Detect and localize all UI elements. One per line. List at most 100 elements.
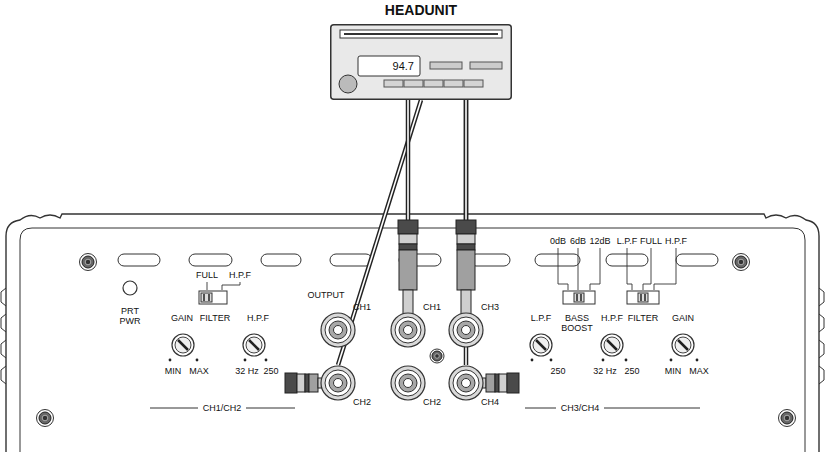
rca-plug: [309, 374, 318, 392]
control-knob: [672, 334, 694, 356]
scale-dot: [670, 359, 673, 362]
device-heading: HEADUNIT: [330, 2, 512, 18]
control-knob: [678, 340, 688, 350]
rca-jack: [462, 326, 471, 335]
panel-label: FILTER: [200, 313, 230, 323]
control-knob: [604, 337, 620, 353]
panel-label: MAX: [689, 366, 709, 376]
panel-label: OUTPUT: [308, 290, 345, 300]
selector-switch: [638, 293, 648, 302]
rca-plug: [461, 290, 471, 314]
headunit-body: [464, 80, 483, 87]
control-knob: [172, 334, 194, 356]
control-knob: [172, 334, 694, 356]
selector-switch: [641, 294, 645, 301]
headunit-body: [404, 80, 423, 87]
rca-plug: [399, 250, 417, 290]
panel-label: H.P.F: [601, 313, 623, 323]
rca-jack: [404, 379, 413, 388]
rca-plug: [495, 374, 499, 392]
rca-jack: [449, 313, 483, 347]
rca-jack: [321, 366, 355, 400]
screw: [432, 351, 442, 361]
screw: [733, 254, 750, 271]
control-knob: [178, 340, 188, 350]
rca-jack: [449, 366, 483, 400]
selector-switch: [201, 293, 212, 302]
panel-label: FULL: [640, 236, 662, 246]
rca-jack: [449, 366, 483, 400]
switch-bracket: [627, 248, 632, 290]
rca-jack: [334, 326, 343, 335]
scale-dot: [625, 359, 628, 362]
screw: [80, 254, 97, 271]
rca-jack: CH2: [320, 365, 356, 401]
display-text: 94.7: [358, 56, 420, 76]
rca-plug: [499, 374, 507, 392]
screw: [37, 410, 54, 427]
panel-label: MIN: [665, 366, 682, 376]
rca-jack: [320, 365, 356, 401]
selector-switch: [563, 291, 595, 304]
rca-jack: [453, 317, 479, 343]
channel-label: CH2: [423, 397, 441, 407]
panel-label: 250: [263, 366, 278, 376]
headunit-body: [470, 62, 502, 69]
rca-jack: [329, 374, 347, 392]
switch-bracket: [207, 248, 676, 290]
selector-switch: [199, 291, 227, 304]
rca-plug: [398, 220, 418, 234]
rca-jack: [449, 313, 483, 347]
channel-label: CH2: [353, 397, 371, 407]
headunit-body: [331, 25, 512, 100]
panel-label: 12dB: [589, 236, 610, 246]
channel-label: CH1: [353, 302, 371, 312]
scale-dot: [196, 359, 199, 362]
screw: [85, 259, 91, 265]
rca-jack: [321, 366, 355, 400]
screw: [784, 415, 790, 421]
headunit: HEADUNIT94.7: [330, 24, 512, 100]
headunit-body: [340, 30, 502, 38]
control-knob: [530, 334, 552, 356]
headunit-body: [330, 24, 512, 100]
rca-jack: CH1: [390, 312, 426, 348]
rca-jack: [399, 321, 417, 339]
headunit-body: [358, 56, 420, 76]
panel-label: MIN: [165, 366, 182, 376]
scale-dot: [550, 359, 553, 362]
rca-plug: [398, 220, 418, 314]
panel-label: MAX: [189, 366, 209, 376]
screw: [779, 410, 796, 427]
panel-label: H.P.F: [665, 236, 687, 246]
rca-jack: CH3: [448, 312, 484, 348]
rca-plug: [456, 220, 476, 234]
panel-label: FILTER: [628, 313, 658, 323]
screw: [781, 412, 793, 424]
channel-label: CH3: [481, 302, 499, 312]
rca-jack: [453, 370, 479, 396]
vent-slot: [189, 254, 232, 266]
selector-switch: [627, 291, 659, 304]
power-led: [123, 281, 137, 295]
rca-plug: [457, 244, 475, 250]
channel-label: CH4: [481, 397, 499, 407]
scale-dot: [265, 359, 268, 362]
screw: [430, 349, 444, 363]
vent-slot: [118, 254, 718, 266]
switch-bracket: [590, 248, 600, 290]
switch-bracket: [222, 282, 240, 290]
control-knob: [607, 340, 617, 350]
rca-jack: [325, 317, 351, 343]
screw: [80, 254, 97, 271]
control-knob: [530, 334, 552, 356]
control-knob: [249, 340, 259, 350]
scale-dot: [169, 359, 699, 362]
headunit-body: [424, 80, 443, 87]
panel-label: 250: [550, 366, 565, 376]
switch-bracket: [654, 248, 676, 290]
panel-label: 0dB: [550, 236, 566, 246]
group-line: [525, 408, 700, 409]
panel-label: CH3/CH4: [561, 403, 600, 413]
